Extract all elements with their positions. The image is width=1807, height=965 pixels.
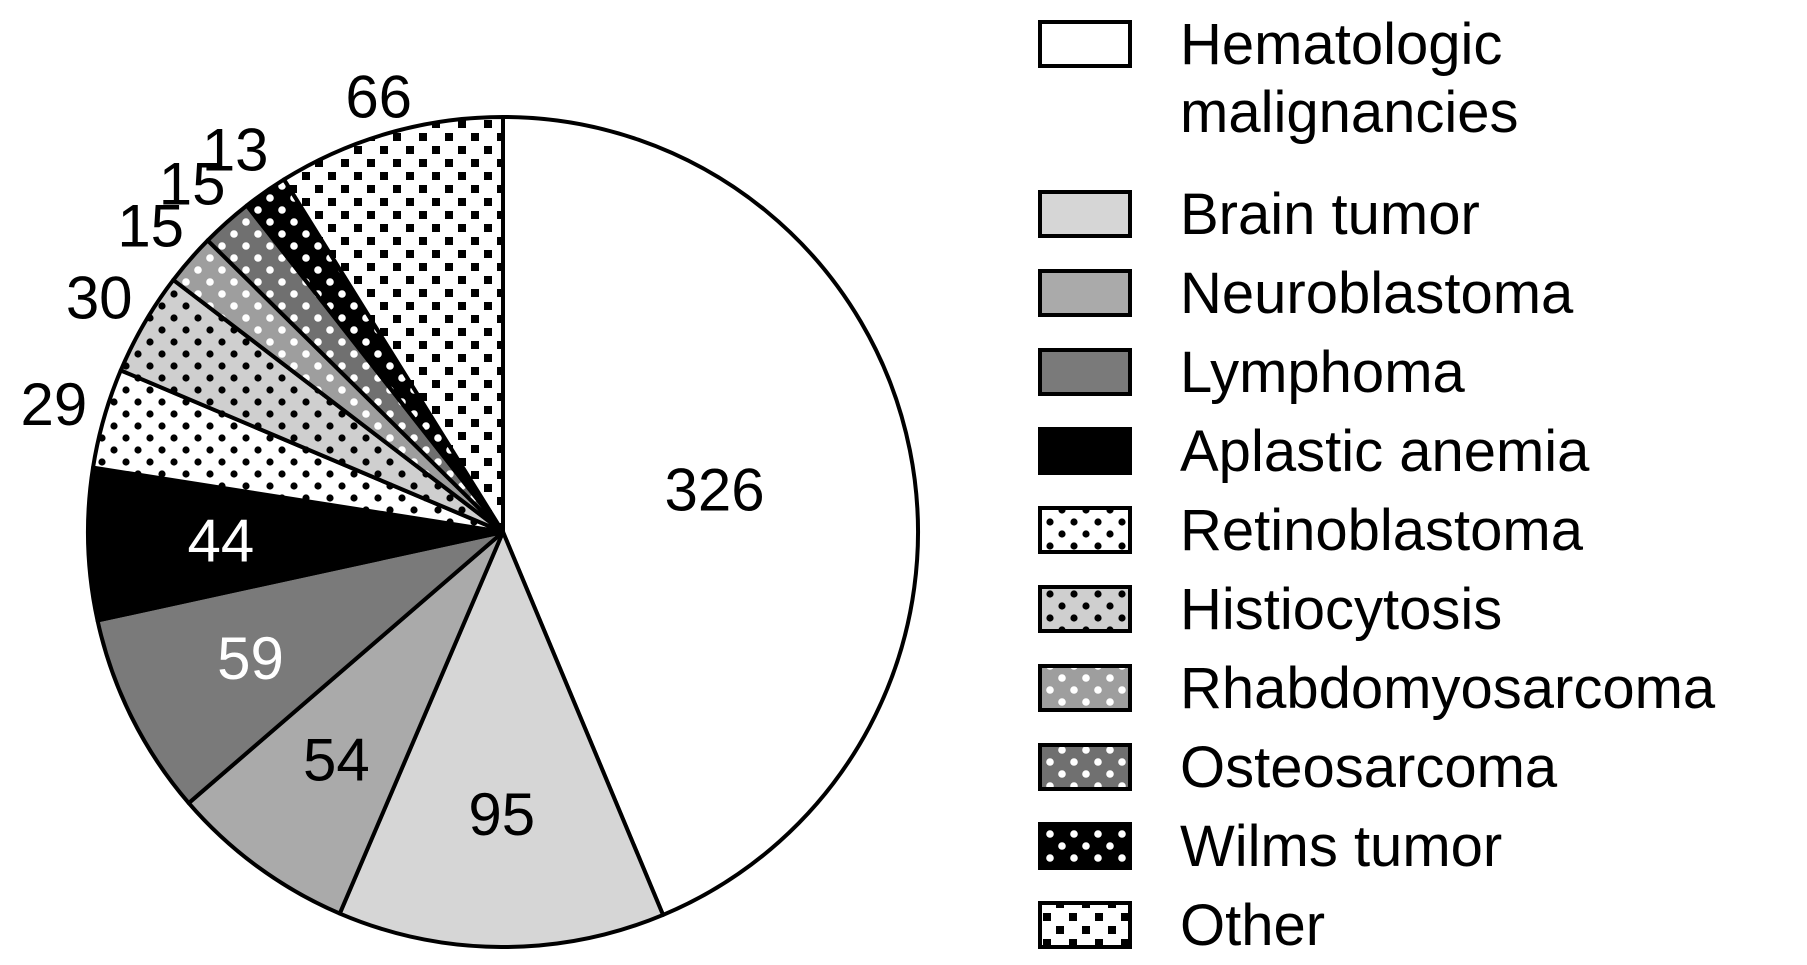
value-label-lymphoma: 59 <box>217 625 284 692</box>
legend-swatch-hematologic-malignancies <box>1040 22 1130 66</box>
legend-swatch-outline-lymphoma <box>1038 348 1132 396</box>
slice-pattern-retinoblastoma <box>93 370 503 532</box>
legend-swatch-outline-hematologic-malignancies <box>1038 20 1132 68</box>
slice-outline-neuroblastoma <box>186 530 505 916</box>
slice-fill-aplastic-anemia <box>87 467 504 621</box>
slice-pattern-histiocytosis <box>120 279 504 532</box>
legend-swatch-outline-osteosarcoma <box>1038 743 1132 791</box>
legend-label-histiocytosis: Histiocytosis <box>1180 577 1502 642</box>
legend-swatch-neuroblastoma <box>1040 271 1130 315</box>
legend-swatch-brain-tumor <box>1040 192 1130 236</box>
slice-outline-hematologic-malignancies <box>501 115 921 917</box>
legend-label-rhabdomyosarcoma: Rhabdomyosarcoma <box>1180 656 1716 721</box>
legend-item-other: Other <box>1038 893 1325 958</box>
legend-label-lymphoma: Lymphoma <box>1180 340 1466 405</box>
legend-item-rhabdomyosarcoma: Rhabdomyosarcoma <box>1038 656 1716 721</box>
legend-swatch-outline-retinoblastoma <box>1038 506 1132 554</box>
legend-swatch-pattern-wilms-tumor <box>1040 824 1130 868</box>
legend-swatch-pattern-histiocytosis <box>1040 587 1130 631</box>
legend-label-aplastic-anemia: Aplastic anemia <box>1180 419 1590 484</box>
legend-item-osteosarcoma: Osteosarcoma <box>1038 735 1558 800</box>
value-label-histiocytosis: 30 <box>66 264 133 331</box>
value-label-hematologic-malignancies: 326 <box>665 457 765 524</box>
legend-swatch-pattern-rhabdomyosarcoma <box>1040 666 1130 710</box>
legend-swatch-outline-other <box>1038 901 1132 949</box>
legend-swatch-outline-neuroblastoma <box>1038 269 1132 317</box>
slice-brain-tumor <box>337 530 666 949</box>
legend-swatch-outline-brain-tumor <box>1038 190 1132 238</box>
pie-slices <box>86 115 921 949</box>
legend-label-osteosarcoma: Osteosarcoma <box>1180 735 1558 800</box>
legend-swatch-outline-histiocytosis <box>1038 585 1132 633</box>
legend-label-neuroblastoma: Neuroblastoma <box>1180 261 1574 326</box>
value-label-osteosarcoma: 15 <box>159 151 226 218</box>
value-label-aplastic-anemia: 44 <box>188 507 255 574</box>
legend-label-hematologic-malignancies-line-1: Hematologic <box>1180 12 1502 77</box>
value-label-other: 66 <box>345 63 412 130</box>
legend-item-neuroblastoma: Neuroblastoma <box>1038 261 1574 326</box>
value-label-wilms-tumor: 13 <box>202 116 269 183</box>
slice-pattern-osteosarcoma <box>207 205 503 532</box>
legend-swatch-lymphoma <box>1040 350 1130 394</box>
slice-outline-other <box>282 115 505 534</box>
legend-item-brain-tumor: Brain tumor <box>1038 182 1480 247</box>
value-label-rhabdomyosarcoma: 15 <box>117 193 184 260</box>
legend-swatch-outline-wilms-tumor <box>1038 822 1132 870</box>
value-label-brain-tumor: 95 <box>468 781 535 848</box>
legend-item-retinoblastoma: Retinoblastoma <box>1038 498 1584 563</box>
slice-outline-aplastic-anemia <box>86 465 505 623</box>
legend-swatch-outline-aplastic-anemia <box>1038 427 1132 475</box>
legend-swatch-pattern-other <box>1040 903 1130 947</box>
legend-item-wilms-tumor: Wilms tumor <box>1038 814 1502 879</box>
slice-pattern-rhabdomyosarcoma <box>173 240 503 532</box>
slice-outline-lymphoma <box>95 530 505 806</box>
legend-swatch-pattern-osteosarcoma <box>1040 745 1130 789</box>
legend-item-histiocytosis: Histiocytosis <box>1038 577 1502 642</box>
legend-label-retinoblastoma: Retinoblastoma <box>1180 498 1584 563</box>
slice-fill-neuroblastoma <box>188 532 504 914</box>
legend-swatch-outline-rhabdomyosarcoma <box>1038 664 1132 712</box>
slice-neuroblastoma <box>186 530 505 916</box>
value-label-neuroblastoma: 54 <box>303 727 370 794</box>
slice-fill-brain-tumor <box>339 532 664 948</box>
legend-label-other: Other <box>1180 893 1325 958</box>
slice-other <box>282 115 505 534</box>
legend-swatch-aplastic-anemia <box>1040 429 1130 473</box>
legend-label-brain-tumor: Brain tumor <box>1180 182 1480 247</box>
slice-pattern-wilms-tumor <box>246 179 504 533</box>
slice-pattern-other <box>284 117 503 532</box>
slice-aplastic-anemia <box>86 465 505 623</box>
value-label-retinoblastoma: 29 <box>21 371 88 438</box>
legend-label-hematologic-malignancies-line-2: malignancies <box>1180 80 1519 145</box>
slice-fill-hematologic-malignancies <box>503 117 919 915</box>
legend-label-wilms-tumor: Wilms tumor <box>1180 814 1502 879</box>
legend-item-aplastic-anemia: Aplastic anemia <box>1038 419 1590 484</box>
slice-outline-brain-tumor <box>337 530 666 949</box>
legend-item-lymphoma: Lymphoma <box>1038 340 1466 405</box>
legend-swatch-pattern-retinoblastoma <box>1040 508 1130 552</box>
slice-hematologic-malignancies <box>501 115 921 917</box>
